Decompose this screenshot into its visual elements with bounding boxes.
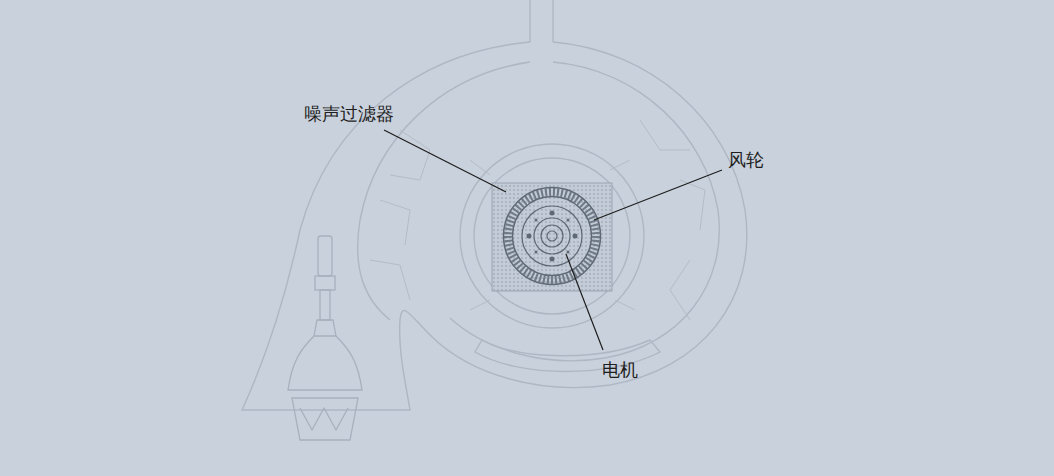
leader-lines [384, 130, 722, 350]
lamp-drawing [288, 236, 362, 440]
noise-filter [492, 183, 612, 291]
volute-housing [242, 0, 747, 410]
part-label: 风轮 [728, 149, 764, 171]
part-label: 电机 [602, 359, 638, 381]
sound-cells [370, 120, 705, 320]
part-label: 噪声过滤器 [304, 103, 394, 125]
fan-wheel [508, 192, 596, 280]
motor-bolts [527, 211, 578, 262]
motor [522, 206, 582, 266]
